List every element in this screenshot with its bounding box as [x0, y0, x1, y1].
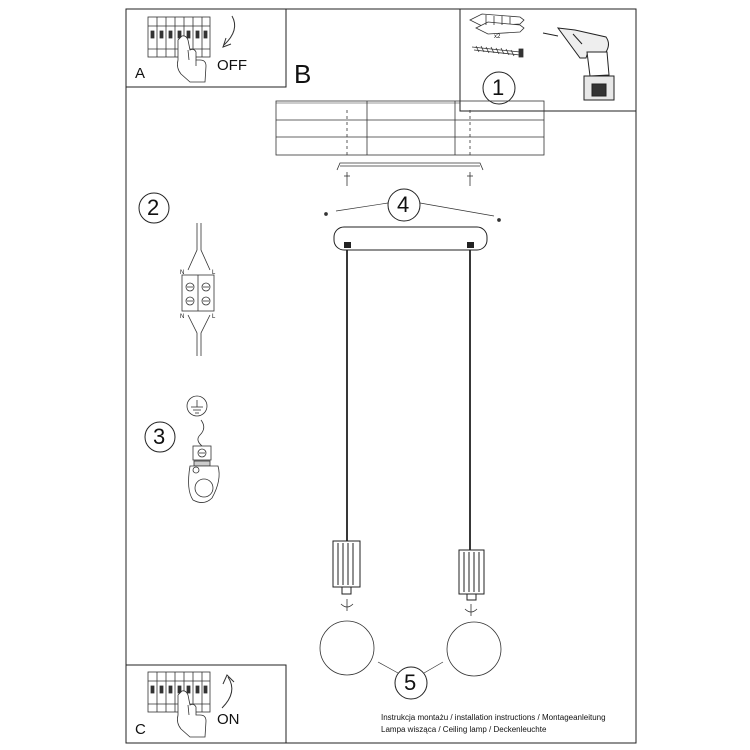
lamp-holder-left — [332, 540, 361, 595]
footer-product: Lampa wisząca / Ceiling lamp / Deckenleu… — [381, 725, 547, 734]
outer-frame — [125, 8, 637, 744]
footer-instructions: Instrukcja montażu / installation instru… — [381, 713, 606, 722]
screw-icon — [471, 45, 524, 58]
cable-grip-left — [344, 242, 351, 248]
arrow-down-icon — [222, 15, 236, 48]
drill-icon — [542, 27, 615, 101]
hand-off-icon — [177, 35, 207, 83]
mounting-bracket — [336, 162, 484, 186]
panel-a-letter: A — [135, 65, 146, 82]
terminal-n-bottom: N — [180, 314, 185, 320]
ceiling-section — [275, 100, 545, 156]
terminal-n-top: N — [180, 270, 185, 276]
canopy — [333, 226, 488, 251]
hand-on-icon — [177, 690, 207, 738]
glass-globe-left — [319, 620, 375, 676]
fuse-box-on-icon — [147, 671, 211, 713]
earth-symbol-icon — [186, 395, 208, 417]
panel-1-frame — [459, 9, 636, 112]
on-label: ON — [217, 711, 240, 728]
panel-c-letter: C — [135, 721, 146, 738]
panel-b-letter: B — [294, 59, 312, 89]
step-1-circle — [482, 71, 516, 105]
cable-grip-right — [467, 242, 474, 248]
panel-c-frame — [125, 664, 287, 744]
off-label: OFF — [217, 57, 247, 74]
rotate-icon-right — [464, 604, 478, 616]
step-5-label: 5 — [404, 670, 417, 695]
step-3-circle — [144, 421, 176, 453]
arrow-up-icon — [221, 674, 235, 709]
earth-terminal-icon — [188, 419, 220, 503]
step-3-label: 3 — [153, 424, 166, 449]
lamp-holder-right — [458, 549, 485, 601]
step-2-circle — [138, 192, 170, 224]
step-4-label: 4 — [397, 192, 410, 217]
step-5-circle — [394, 666, 428, 700]
screw-pointer-lines — [324, 202, 501, 222]
terminal-block-icon — [181, 223, 215, 356]
step-4-circle — [387, 188, 421, 222]
dowel-icon — [469, 13, 525, 35]
globe-pointer-lines — [377, 661, 444, 674]
terminal-l-bottom: L — [212, 314, 216, 320]
panel-a-frame — [125, 8, 287, 88]
quantity-label: x2 — [494, 34, 501, 40]
rotate-icon-left — [340, 599, 354, 611]
step-2-label: 2 — [147, 195, 160, 220]
glass-globe-right — [446, 621, 502, 677]
step-1-label: 1 — [492, 75, 505, 100]
terminal-l-top: L — [212, 270, 216, 276]
